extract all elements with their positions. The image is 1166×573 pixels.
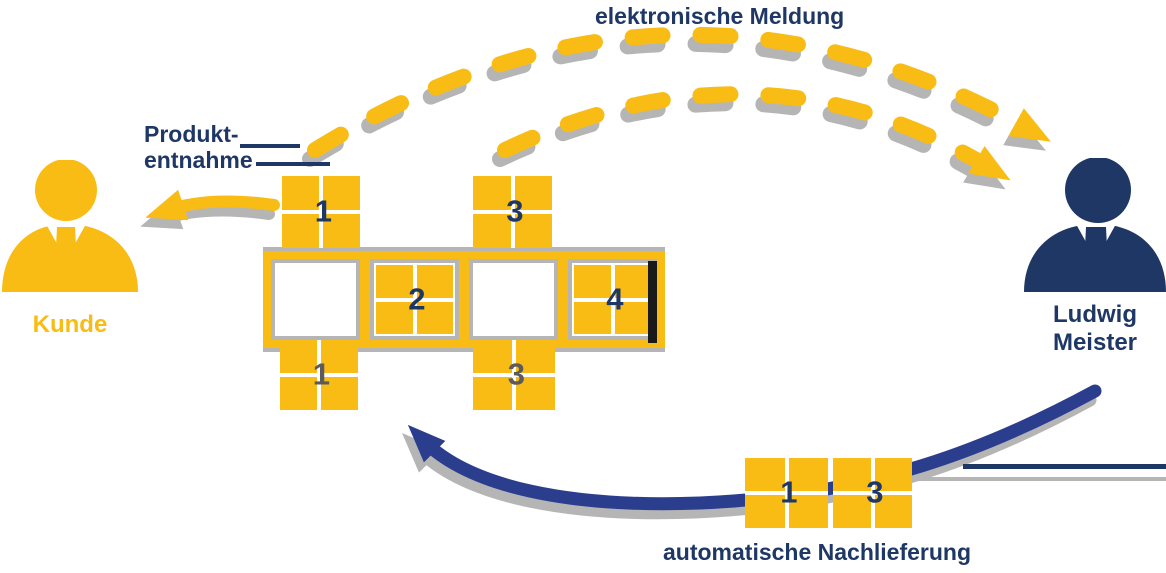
bin-box-shelf-2: 2 xyxy=(376,265,453,334)
supplier-label-line1: Ludwig xyxy=(1053,301,1137,328)
box-number: 2 xyxy=(408,280,426,316)
shelf-cell-3-empty xyxy=(469,259,558,340)
box-number: 3 xyxy=(866,474,884,510)
box-cross-horizontal xyxy=(574,297,651,302)
shelf-cell-1-empty xyxy=(271,259,360,340)
shelf-top-edge xyxy=(263,247,665,251)
box-number: 4 xyxy=(606,280,624,316)
bin-box-shelf-4: 4 xyxy=(574,265,651,334)
product-withdrawal-line2: entnahme xyxy=(144,147,253,173)
shelf: 2 4 xyxy=(263,251,665,348)
box-cross-horizontal xyxy=(473,373,555,377)
box-cross-horizontal xyxy=(282,210,360,214)
box-cross-horizontal xyxy=(745,491,828,495)
box-number: 1 xyxy=(314,193,333,229)
auto-redelivery-label: automatische Nachlieferung xyxy=(663,539,972,565)
shelf-dark-slot xyxy=(648,261,657,343)
box-cross-horizontal xyxy=(473,210,552,214)
box-cross-horizontal xyxy=(376,297,453,302)
dashed-arc-upper xyxy=(307,26,1051,158)
supplier-label: Ludwig Meister xyxy=(1024,301,1166,357)
bin-box-below-1: 1 xyxy=(280,340,358,410)
electronic-message-label: elektronische Meldung xyxy=(595,3,845,29)
withdraw-arrow xyxy=(145,189,280,221)
leader-line-upper xyxy=(240,144,300,148)
bin-box-above-1: 1 xyxy=(282,176,360,248)
box-number: 3 xyxy=(507,356,526,392)
box-number: 1 xyxy=(312,356,331,392)
dashed-arc-lower xyxy=(497,86,1011,181)
delivery-box-3: 3 xyxy=(833,458,912,528)
baseline-navy xyxy=(963,464,1166,469)
shelf-cell-4: 4 xyxy=(568,259,657,340)
leader-line-lower xyxy=(256,162,330,166)
baseline-shadow xyxy=(913,477,1166,481)
box-cross-horizontal xyxy=(280,373,358,377)
bin-box-below-3: 3 xyxy=(473,340,555,410)
supplier-label-line2: Meister xyxy=(1052,329,1138,356)
person-icon-supplier xyxy=(1024,158,1166,292)
delivery-box-1: 1 xyxy=(745,458,828,528)
box-number: 3 xyxy=(506,193,524,229)
redelivery-arrow xyxy=(407,384,1102,511)
dashed-arc-upper-shadow xyxy=(302,35,1046,167)
box-number: 1 xyxy=(780,474,798,510)
shelf-cell-2: 2 xyxy=(370,259,459,340)
customer-label: Kunde xyxy=(32,311,108,338)
shelf-bottom-edge xyxy=(263,348,665,352)
person-icon-customer xyxy=(2,160,138,292)
product-withdrawal-label: Produkt- entnahme xyxy=(144,121,253,173)
bin-box-above-3: 3 xyxy=(473,176,552,248)
product-withdrawal-line1: Produkt- xyxy=(144,121,239,147)
box-cross-horizontal xyxy=(833,491,912,495)
